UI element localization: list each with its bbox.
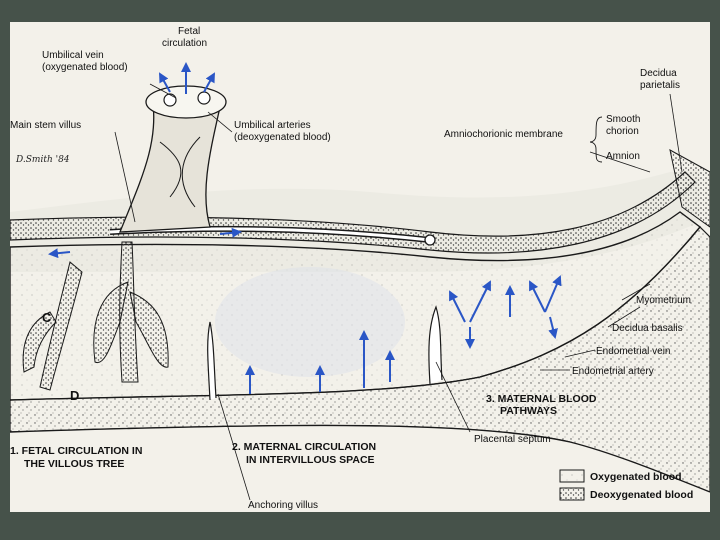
heading-pathways-1: 3. MATERNAL BLOOD: [486, 393, 597, 405]
legend: Oxygenated blood Deoxygenated blood: [559, 469, 693, 501]
label-fetal-circulation-1: Fetal: [178, 26, 200, 37]
label-endometrial-vein: Endometrial vein: [596, 346, 670, 357]
legend-swatch-deoxygenated: [559, 487, 585, 501]
decidua-parietalis: [669, 149, 710, 228]
umbilical-cord: [119, 85, 227, 233]
leader-lines: [114, 83, 683, 501]
heading-fetal-1: 1. FETAL CIRCULATION IN: [10, 445, 142, 457]
placenta-diagram: Fetal circulation Umbilical vein (oxygen…: [10, 22, 710, 512]
heading-pathways-2: PATHWAYS: [500, 405, 557, 417]
label-umbilical-arteries-2: (deoxygenated blood): [234, 132, 331, 143]
label-decidua-parietalis-2: parietalis: [640, 80, 680, 91]
label-letter-d: D: [70, 388, 79, 403]
label-myometrium: Myometrium: [636, 295, 691, 306]
label-smooth-chorion-2: chorion: [606, 126, 639, 137]
placental-septum-1: [207, 321, 217, 401]
label-amniochorionic-membrane: Amniochorionic membrane: [444, 129, 563, 140]
diagram-canvas: Fetal circulation Umbilical vein (oxygen…: [10, 26, 710, 512]
label-umbilical-vein-1: Umbilical vein: [42, 50, 104, 61]
legend-oxygenated-label: Oxygenated blood: [590, 471, 682, 483]
label-endometrial-artery: Endometrial artery: [572, 366, 654, 377]
label-letter-c: C: [42, 310, 52, 325]
blood-cloud: [215, 267, 405, 377]
vessel-cut-end: [424, 234, 436, 246]
label-main-stem-villus: Main stem villus: [10, 120, 81, 131]
label-smooth-chorion-1: Smooth: [606, 114, 640, 125]
label-anchoring-villus: Anchoring villus: [248, 500, 318, 511]
lower-area: [10, 425, 710, 512]
label-decidua-basalis: Decidua basalis: [612, 323, 683, 334]
label-amnion: Amnion: [606, 151, 640, 162]
placental-septum-2: [428, 305, 443, 385]
label-decidua-parietalis-1: Decidua: [640, 68, 677, 79]
blood-flow-arrows: [48, 62, 562, 394]
myometrium-boundary: [10, 424, 710, 493]
label-umbilical-arteries-1: Umbilical arteries: [234, 120, 311, 131]
label-umbilical-vein-2: (oxygenated blood): [42, 62, 128, 73]
heading-fetal-2: THE VILLOUS TREE: [24, 458, 124, 470]
label-fetal-circulation-2: circulation: [162, 38, 207, 49]
villous-tree: [22, 241, 169, 391]
membrane-brace: [589, 116, 603, 163]
heading-maternal-2: IN INTERVILLOUS SPACE: [246, 454, 375, 466]
artist-signature: D.Smith '84: [15, 155, 70, 165]
label-placental-septum: Placental septum: [474, 434, 551, 445]
legend-swatch-oxygenated: [559, 469, 585, 483]
legend-deoxygenated-label: Deoxygenated blood: [590, 489, 693, 501]
heading-maternal-1: 2. MATERNAL CIRCULATION: [232, 441, 376, 453]
